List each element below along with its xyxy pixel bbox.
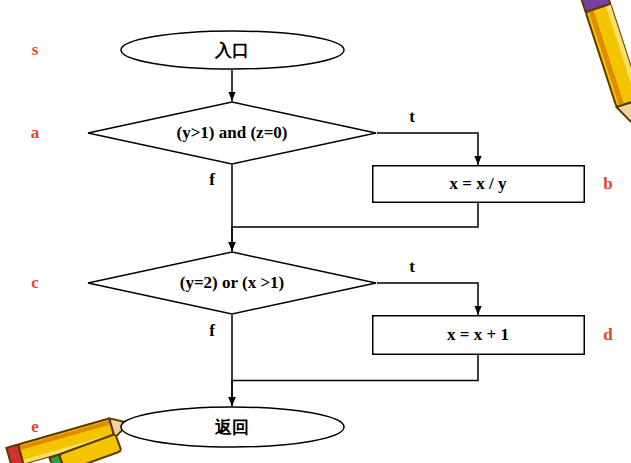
process-box: x = x + 1 — [372, 315, 585, 355]
start-terminal: 入口 — [120, 30, 345, 70]
node-text: x = x + 1 — [447, 325, 509, 345]
node-text: 入口 — [215, 39, 249, 62]
node-tag: d — [603, 325, 612, 345]
node-text: x = x / y — [450, 174, 507, 194]
end-terminal: 返回 — [120, 406, 345, 448]
flow-connector — [231, 70, 233, 101]
flow-connector — [377, 283, 478, 315]
flow-connector — [232, 355, 478, 406]
pencil — [581, 0, 631, 132]
node-tag: c — [31, 273, 39, 293]
node-text: (y>1) and (z=0) — [177, 123, 288, 143]
process-box: x = x / y — [372, 165, 585, 203]
node-text: (y=2) or (x >1) — [180, 273, 285, 293]
node-tag: b — [603, 174, 612, 194]
branch-label: t — [407, 257, 417, 277]
branch-label: f — [207, 321, 217, 341]
pencil — [50, 434, 122, 463]
node-tag: s — [32, 40, 39, 60]
flow-connector — [232, 203, 478, 251]
branch-label: t — [407, 107, 417, 127]
node-tag: e — [31, 417, 39, 437]
node-text: 返回 — [215, 416, 249, 439]
node-tag: a — [31, 123, 40, 143]
decision-diamond: (y>1) and (z=0) — [87, 101, 377, 165]
flow-connector — [377, 133, 478, 165]
branch-label: f — [207, 170, 217, 190]
decision-diamond: (y=2) or (x >1) — [87, 251, 377, 315]
